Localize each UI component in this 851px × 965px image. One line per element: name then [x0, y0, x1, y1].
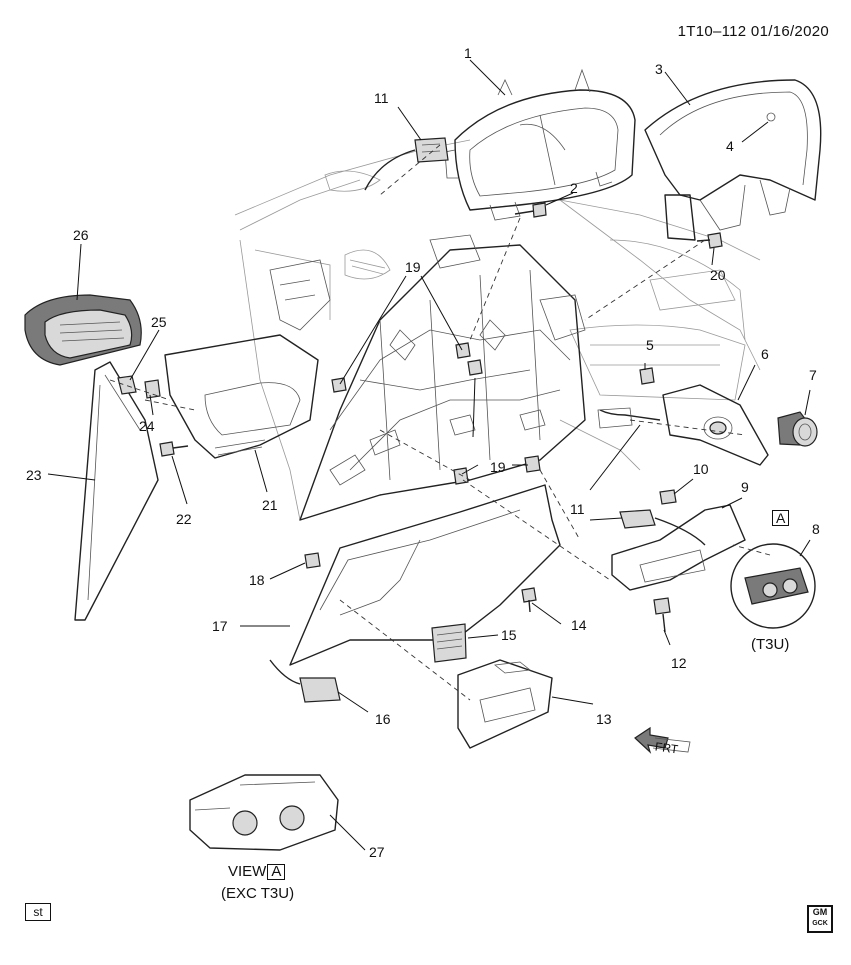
callout-3: 3: [655, 61, 663, 77]
screw-20: [696, 232, 723, 249]
callout-11-lower: 11: [570, 501, 585, 517]
clip-18: [304, 552, 321, 569]
callout-16: 16: [375, 711, 391, 727]
left-vent-bezel: [164, 334, 319, 459]
front-arrow-label: FRT: [654, 739, 679, 757]
clip-25: [117, 375, 137, 395]
bolt-14: [521, 587, 537, 613]
knee-bolster: [289, 484, 561, 666]
callout-17: 17: [212, 618, 228, 634]
lower-switch-bezel: [611, 504, 746, 591]
gm-logo-bottom: GCK: [812, 920, 828, 927]
callout-10: 10: [693, 461, 709, 477]
callout-11-upper: 11: [374, 90, 389, 106]
view-caption-note: (EXC T3U): [221, 885, 295, 902]
label-15: [431, 623, 467, 663]
view-a-note: (T3U): [751, 636, 790, 653]
screw-2: [514, 202, 547, 218]
callout-2: 2: [570, 180, 578, 196]
clip-10: [659, 489, 677, 505]
diagram-code: 1T10–112 01/16/2020: [677, 23, 829, 40]
view-caption-prefix: VIEW: [228, 863, 267, 880]
view-a-control-exc-t3u: [189, 774, 339, 851]
callout-15: 15: [501, 627, 517, 643]
view-a-control-t3u: [730, 543, 816, 629]
leader-lines: [47, 59, 811, 851]
callout-4: 4: [726, 138, 734, 154]
air-outlet: [24, 294, 142, 366]
harness-connector-lower: [597, 407, 706, 546]
instrument-panel-frame: [234, 139, 761, 521]
callout-19-upper: 19: [405, 259, 421, 275]
front-arrow-icon: [634, 726, 691, 754]
push-button-switch: [777, 411, 818, 447]
callout-22: 22: [176, 511, 192, 527]
callout-26: 26: [73, 227, 89, 243]
reference-lines: [109, 144, 771, 701]
instrument-cluster: [444, 68, 636, 221]
side-trim-panel: [74, 361, 159, 621]
clip-24: [144, 379, 161, 399]
st-box: st: [25, 903, 51, 921]
callout-1: 1: [464, 45, 472, 61]
callout-20: 20: [710, 267, 726, 283]
bolt-12: [653, 597, 671, 633]
callout-7: 7: [809, 367, 817, 383]
retainer-19: [331, 342, 541, 485]
screw-22: [159, 441, 189, 457]
carrier-structure: [269, 234, 586, 521]
callout-27: 27: [369, 844, 385, 860]
storage-compartment: [457, 659, 553, 749]
clip-5: [639, 367, 655, 385]
callout-19-lower: 19: [490, 459, 506, 475]
callout-12: 12: [671, 655, 687, 671]
callout-13: 13: [596, 711, 612, 727]
callout-5: 5: [646, 337, 654, 353]
view-a-letter: A: [772, 510, 790, 526]
callout-9: 9: [741, 479, 749, 495]
harness-connector-upper: [364, 137, 449, 191]
cluster-bezel: [644, 79, 822, 241]
callout-25: 25: [151, 314, 167, 330]
callout-6: 6: [761, 346, 769, 362]
gm-logo-top: GM: [812, 907, 828, 917]
diagnostic-connector: [269, 659, 341, 703]
switch-bezel: [662, 384, 769, 466]
gm-logo: GM GCK: [807, 905, 833, 933]
callout-21: 21: [262, 497, 278, 513]
callout-24: 24: [139, 418, 155, 434]
callout-23: 23: [26, 467, 42, 483]
view-caption-letter: A: [267, 864, 286, 880]
callout-14: 14: [571, 617, 587, 633]
view-a-marker: A: [771, 510, 790, 526]
callout-18: 18: [249, 572, 265, 588]
callout-8: 8: [812, 521, 820, 537]
